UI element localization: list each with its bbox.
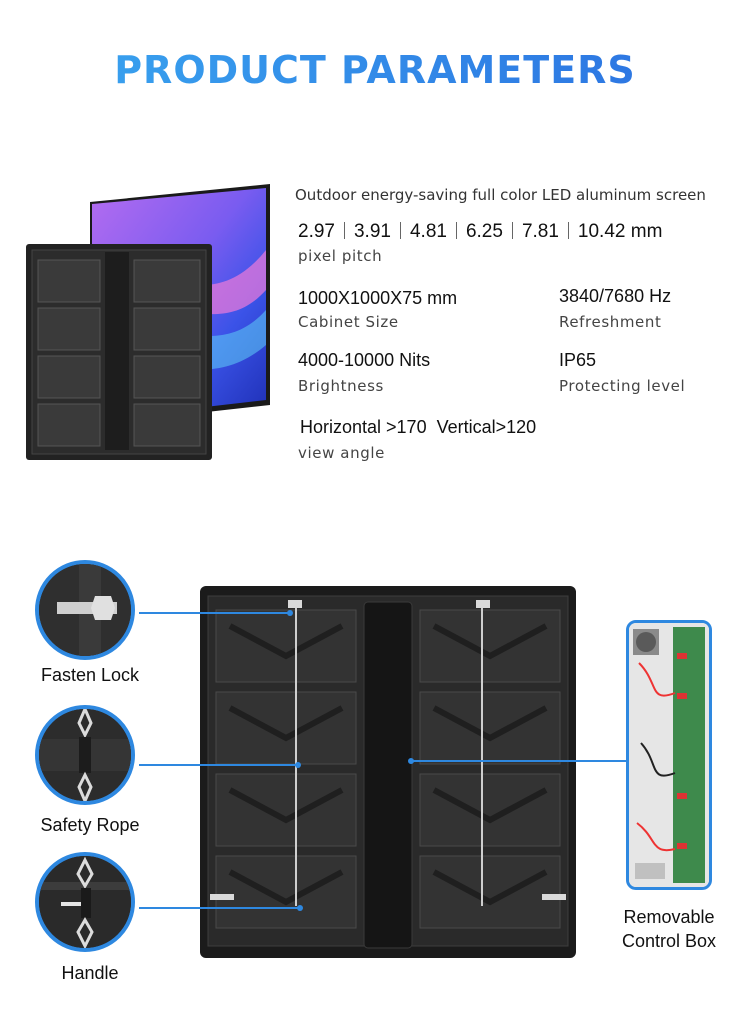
- callout-line: [412, 760, 626, 762]
- control-box-detail: [626, 620, 712, 890]
- page-title: PRODUCT PARAMETERS: [0, 48, 750, 92]
- pixel-pitch-values: 2.97 3.91 4.81 6.25 7.81 10.42 mm: [298, 221, 662, 243]
- cabinet-size-label: Cabinet Size: [298, 313, 399, 331]
- divider: [511, 222, 513, 239]
- fasten-lock-caption: Fasten Lock: [40, 665, 140, 685]
- control-box-caption-line2: Control Box: [621, 931, 717, 951]
- refresh-label: Refreshment: [559, 313, 662, 331]
- protection-label: Protecting level: [559, 377, 686, 395]
- brightness-label: Brightness: [298, 377, 384, 395]
- pitch-value: 4.81: [409, 221, 447, 242]
- handle-caption: Handle: [61, 963, 119, 983]
- callout-line: [139, 764, 297, 766]
- protection-value: IP65: [559, 350, 597, 370]
- callout-line: [139, 612, 289, 614]
- safety-rope-caption: Safety Rope: [40, 815, 140, 835]
- control-box-caption-line1: Removable: [623, 907, 715, 927]
- divider: [343, 222, 345, 239]
- handle-detail: [35, 852, 135, 952]
- safety-rope-detail: [35, 705, 135, 805]
- fasten-lock-icon: [39, 564, 131, 656]
- cabinet-size-value: 1000X1000X75 mm: [298, 288, 458, 308]
- product-subtitle: Outdoor energy-saving full color LED alu…: [295, 186, 706, 204]
- divider: [399, 222, 401, 239]
- led-cabinet-product-image: [26, 184, 270, 460]
- pitch-value: 2.97: [298, 221, 335, 242]
- pixel-pitch-label: pixel pitch: [298, 247, 383, 265]
- divider: [567, 222, 569, 239]
- control-box-icon: [629, 623, 709, 887]
- brightness-value: 4000-10000 Nits: [298, 350, 431, 370]
- cabinet-back-image: [200, 586, 576, 958]
- divider: [455, 222, 457, 239]
- callout-dot: [408, 758, 414, 764]
- callout-line: [139, 907, 299, 909]
- safety-rope-icon: [39, 709, 131, 801]
- pitch-value: 7.81: [521, 221, 559, 242]
- view-angle-label: view angle: [298, 444, 385, 462]
- pitch-value: 3.91: [353, 221, 391, 242]
- pitch-value: 6.25: [465, 221, 503, 242]
- pitch-value: 10.42 mm: [577, 221, 663, 242]
- callout-dot: [297, 905, 303, 911]
- callout-dot: [295, 762, 301, 768]
- control-box-caption: Removable Control Box: [606, 905, 732, 953]
- handle-icon: [39, 856, 131, 948]
- fasten-lock-detail: [35, 560, 135, 660]
- refresh-value: 3840/7680 Hz: [559, 286, 672, 306]
- callout-dot: [287, 610, 293, 616]
- view-angle-value: Horizontal >170 Vertical>120: [300, 417, 537, 437]
